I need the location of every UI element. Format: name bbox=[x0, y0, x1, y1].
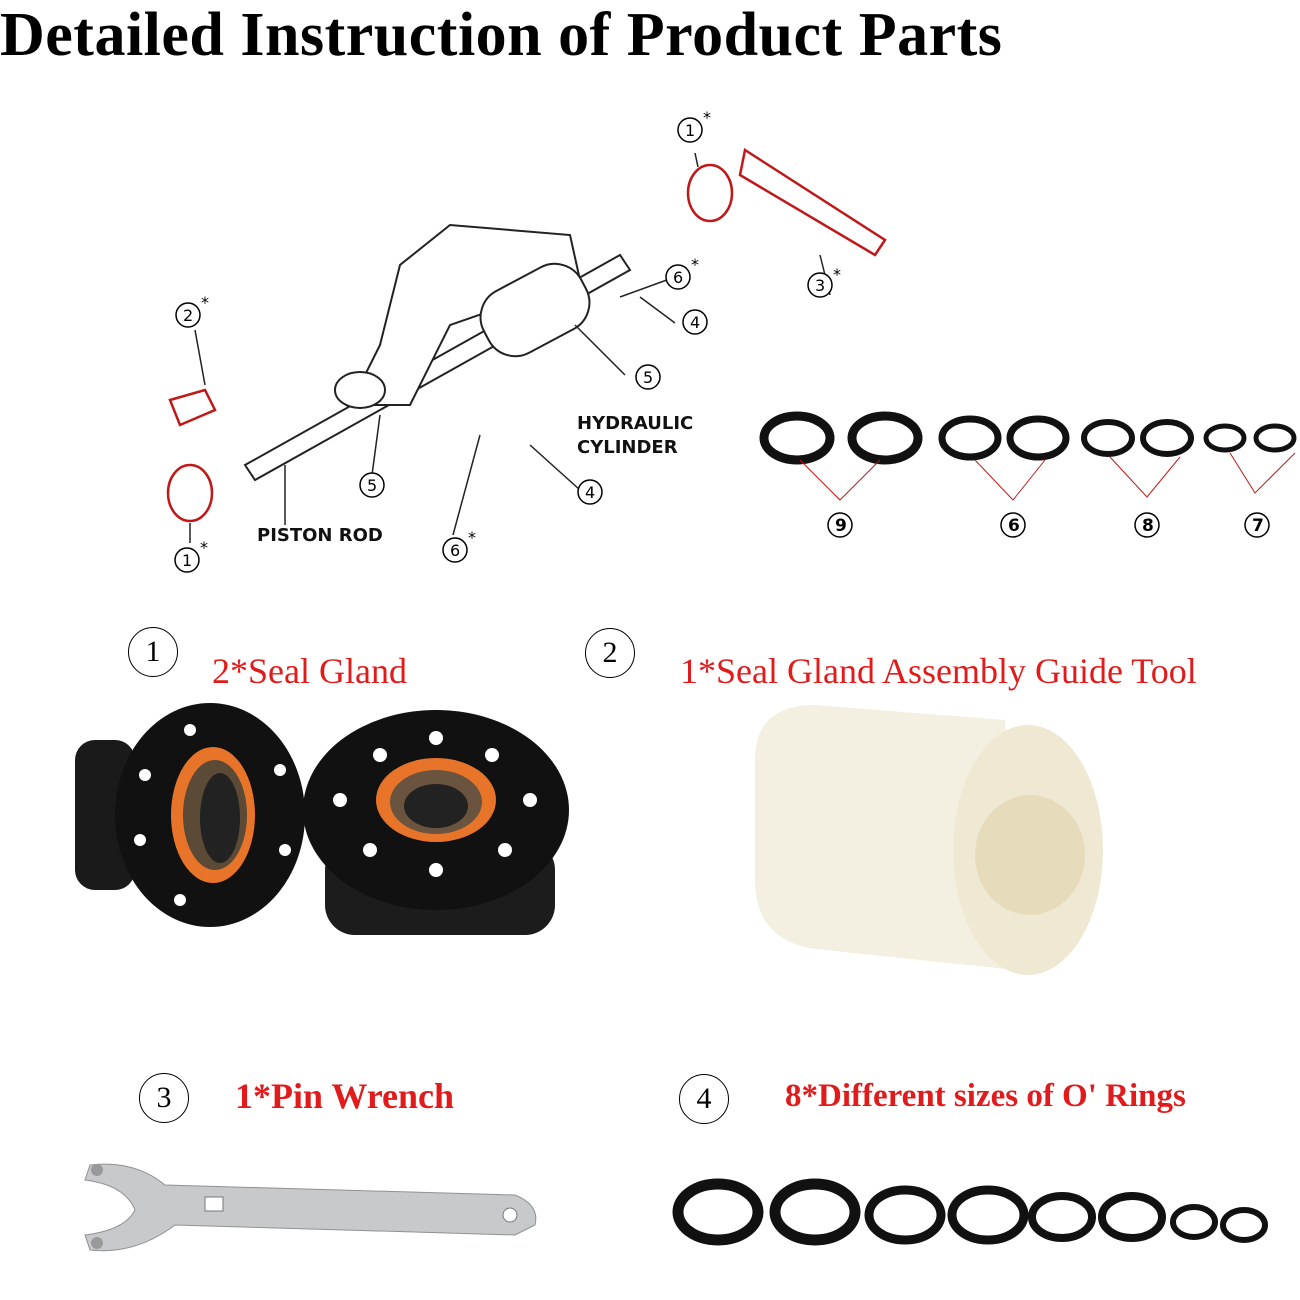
callout-6-top: 6 bbox=[673, 268, 683, 287]
guide-tool-drawing bbox=[168, 388, 217, 427]
cylinder-port bbox=[334, 371, 386, 409]
piston-rod-label: PISTON ROD bbox=[257, 525, 383, 546]
o-rings-photo bbox=[672, 1178, 1268, 1246]
callout-3: 3 bbox=[815, 276, 825, 295]
caption-o-rings: 8*Different sizes of O' Rings bbox=[785, 1078, 1186, 1114]
svg-text:*: * bbox=[703, 108, 711, 127]
oring-label-6: 6 bbox=[1008, 516, 1020, 536]
callout-1-top: 1 bbox=[685, 121, 695, 140]
svg-text:*: * bbox=[200, 538, 208, 557]
page-title: Detailed Instruction of Product Parts bbox=[0, 1, 1003, 69]
svg-text:*: * bbox=[201, 293, 209, 312]
cylinder-label: CYLINDER bbox=[577, 437, 678, 458]
part-number-4: 4 bbox=[679, 1074, 729, 1124]
pin-wrench-drawing bbox=[738, 147, 887, 257]
pin-wrench-photo bbox=[84, 1163, 537, 1252]
caption-guide-tool: 1*Seal Gland Assembly Guide Tool bbox=[680, 651, 1197, 691]
guide-tool-photo bbox=[755, 705, 1103, 975]
hydraulic-cylinder bbox=[479, 262, 591, 358]
caption-pin-wrench: 1*Pin Wrench bbox=[235, 1076, 455, 1116]
seal-gland-top bbox=[686, 163, 734, 223]
part-number-2: 2 bbox=[585, 628, 635, 678]
oring-label-9: 9 bbox=[835, 516, 847, 536]
part-number-1: 1 bbox=[128, 627, 178, 677]
part-number-3: 3 bbox=[139, 1073, 189, 1123]
callout-2: 2 bbox=[183, 306, 193, 325]
callout-6-bottom: 6 bbox=[450, 541, 460, 560]
svg-text:*: * bbox=[691, 255, 699, 274]
oring-label-7: 7 bbox=[1252, 516, 1264, 536]
callout-4-top: 4 bbox=[690, 313, 700, 332]
svg-text:*: * bbox=[468, 528, 476, 547]
caption-seal-gland: 2*Seal Gland bbox=[212, 651, 407, 691]
hydraulic-label: HYDRAULIC bbox=[577, 413, 694, 434]
seal-gland-bottom bbox=[166, 463, 214, 523]
callout-4-bottom: 4 bbox=[585, 483, 595, 502]
callout-5-bottom: 5 bbox=[367, 476, 377, 495]
seal-gland-photo bbox=[75, 703, 569, 935]
oring-label-8: 8 bbox=[1142, 516, 1154, 536]
oring-key: 9 6 8 7 bbox=[759, 411, 1297, 538]
callout-5-top: 5 bbox=[643, 368, 653, 387]
exploded-diagram: 1 * 3 * 6 * 4 5 2 * 5 4 6 * 1 * bbox=[166, 108, 887, 573]
callout-1-bottom: 1 bbox=[182, 551, 192, 570]
svg-text:*: * bbox=[833, 265, 841, 284]
